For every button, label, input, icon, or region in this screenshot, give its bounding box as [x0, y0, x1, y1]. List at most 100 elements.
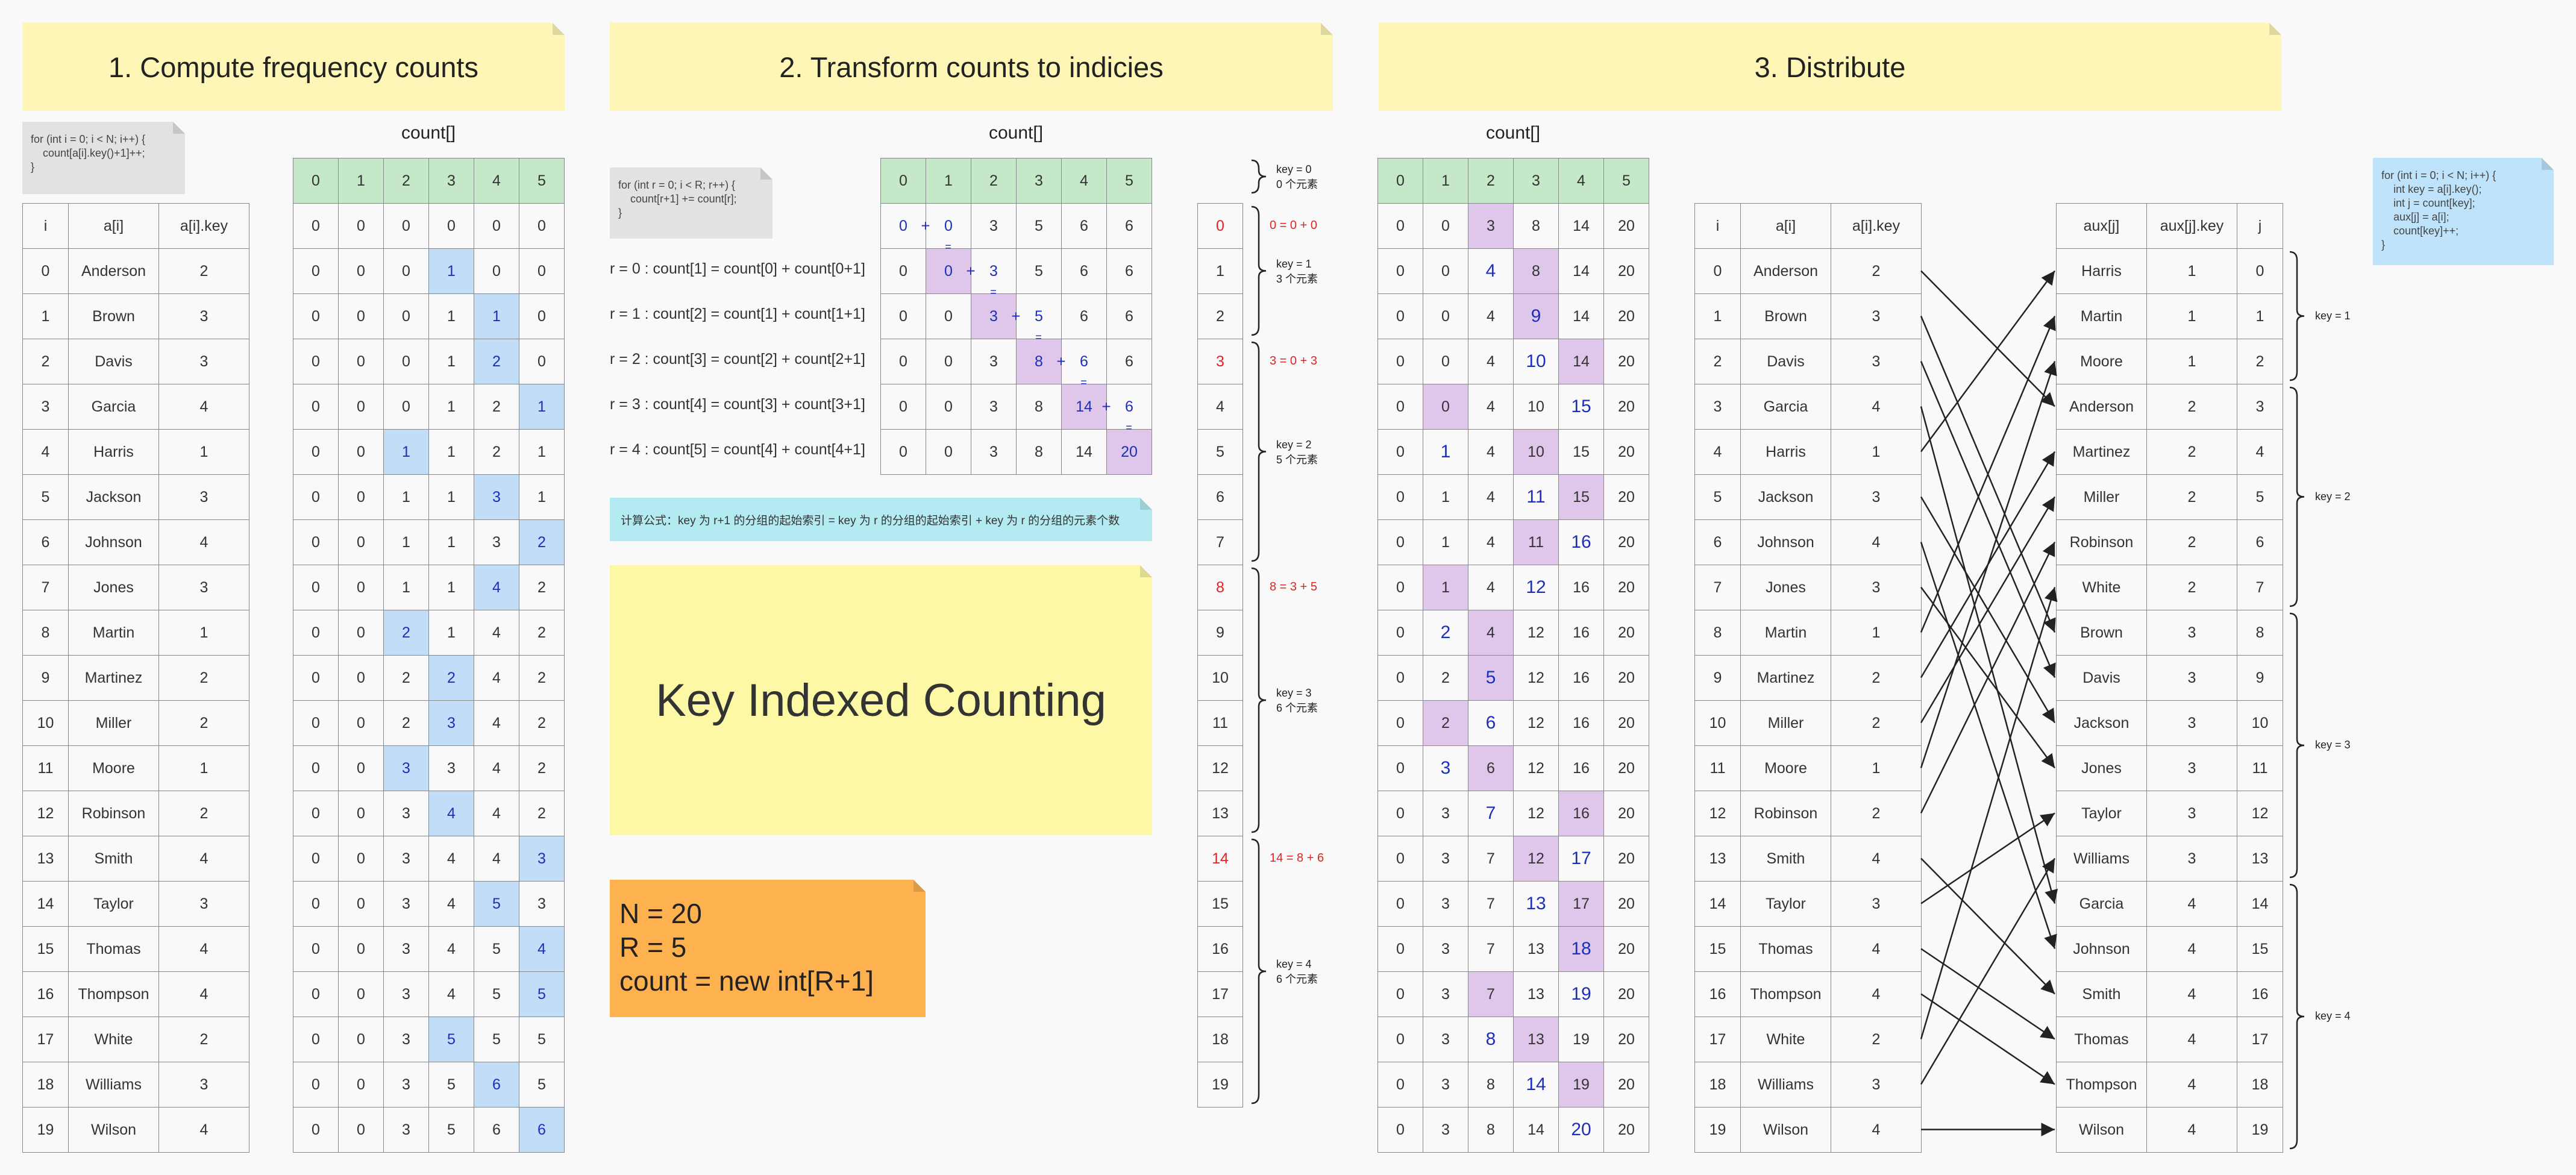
count-cell: 0: [1423, 203, 1468, 248]
count-cell: 0: [338, 836, 383, 881]
count-cell: 2: [1423, 655, 1468, 700]
ruler-cell: 4: [1197, 384, 1243, 429]
row-index: 4: [1694, 429, 1740, 474]
count-cell: 0: [1377, 339, 1423, 384]
count-cell: 12: [1513, 745, 1558, 791]
distribute-arrow: [1920, 948, 2055, 1040]
row-index: 18: [1694, 1062, 1740, 1107]
column-header: aux[j]: [2056, 203, 2146, 248]
param-line: count = new int[R+1]: [619, 965, 874, 997]
count-header: 1: [338, 158, 383, 203]
count-cell: 1: [383, 474, 428, 519]
plus-sign: +: [921, 216, 930, 234]
key-cell: 3: [158, 881, 249, 926]
count-cell: 2: [383, 700, 428, 745]
count-cell: 2: [474, 339, 519, 384]
plus-sign: +: [1011, 307, 1021, 325]
count-cell: 8: [1513, 248, 1558, 293]
count-cell: 4: [519, 926, 564, 971]
count-cell: 0: [926, 384, 971, 429]
row-index: 11: [1694, 745, 1740, 791]
ruler-cell: 7: [1197, 519, 1243, 565]
aux-index-cell: 8: [2237, 610, 2283, 655]
ruler-cell: 15: [1197, 881, 1243, 926]
key-cell: 4: [1831, 1107, 1921, 1152]
count-cell: 2: [519, 519, 564, 565]
count-cell: 11: [1513, 474, 1558, 519]
count-cell: 7: [1468, 791, 1513, 836]
name-cell: Davis: [68, 339, 158, 384]
name-cell: Harris: [1740, 429, 1831, 474]
count-cell: 20: [1603, 519, 1649, 565]
distribute-arrow: [1920, 316, 2056, 633]
count-cell: 0: [338, 474, 383, 519]
distribute-arrow: [1920, 270, 2056, 453]
count-cell: 3: [1468, 203, 1513, 248]
name-cell: Robinson: [1740, 791, 1831, 836]
row-index: 9: [1694, 655, 1740, 700]
count-cell: 8: [1468, 1107, 1513, 1152]
count-cell: 2: [383, 655, 428, 700]
count-cell: 1: [1423, 474, 1468, 519]
column-header: i: [22, 203, 68, 248]
count-cell: 3: [971, 339, 1016, 384]
row-index: 17: [22, 1017, 68, 1062]
key-cell: 2: [1831, 791, 1921, 836]
count-cell: 2: [519, 610, 564, 655]
distribute-arrow: [1920, 316, 2056, 633]
count-header: 2: [1468, 158, 1513, 203]
count-cell: 0: [338, 881, 383, 926]
count-cell: 20: [1603, 610, 1649, 655]
key-cell: 2: [1831, 248, 1921, 293]
count-header: 4: [1558, 158, 1603, 203]
count-header: 0: [293, 158, 338, 203]
count-cell: 0: [338, 203, 383, 248]
aux-name-cell: Miller: [2056, 474, 2146, 519]
name-cell: Anderson: [1740, 248, 1831, 293]
key-cell: 3: [1831, 881, 1921, 926]
count-cell: 4: [474, 836, 519, 881]
aux-key-cell: 3: [2146, 836, 2237, 881]
key-cell: 4: [158, 926, 249, 971]
ruler-cell: 10: [1197, 655, 1243, 700]
plus-sign: +: [1056, 352, 1066, 370]
key-cell: 3: [1831, 293, 1921, 339]
count-cell: 4: [428, 971, 474, 1017]
count-cell: 0: [1377, 384, 1423, 429]
count-cell: 0: [1377, 926, 1423, 971]
count-cell: 0: [293, 519, 338, 565]
group-brace: [2289, 612, 2305, 879]
row-index: 2: [1694, 339, 1740, 384]
count-cell: 0: [293, 384, 338, 429]
row-index: 12: [1694, 791, 1740, 836]
count-cell: 0: [926, 248, 971, 293]
count-cell: 10: [1513, 429, 1558, 474]
count-cell: 3: [519, 836, 564, 881]
aux-name-cell: Harris: [2056, 248, 2146, 293]
count-cell: 13: [1513, 971, 1558, 1017]
count-cell: 1: [1423, 429, 1468, 474]
name-cell: Garcia: [1740, 384, 1831, 429]
count-cell: 0: [880, 339, 926, 384]
row-index: 3: [1694, 384, 1740, 429]
group-count-label: 5 个元素: [1276, 453, 1318, 466]
count-header: 4: [1061, 158, 1106, 203]
aux-index-cell: 0: [2237, 248, 2283, 293]
count-cell: 0: [926, 339, 971, 384]
count-cell: 0: [293, 248, 338, 293]
distribute-arrow: [1920, 586, 2056, 769]
count-cell: 6: [1106, 248, 1152, 293]
count-cell: 1: [1423, 565, 1468, 610]
count-cell: 5: [474, 1017, 519, 1062]
count-cell: 10: [1513, 339, 1558, 384]
count-cell: 6: [1061, 339, 1106, 384]
aux-key-cell: 4: [2146, 1062, 2237, 1107]
distribute-arrow: [1920, 541, 2056, 814]
row-index: 5: [1694, 474, 1740, 519]
group-brace: [1251, 567, 1267, 833]
row-index: 16: [22, 971, 68, 1017]
aux-group-label: key = 2: [2315, 490, 2351, 503]
count-cell: 3: [1423, 1107, 1468, 1152]
count-header: 1: [1423, 158, 1468, 203]
